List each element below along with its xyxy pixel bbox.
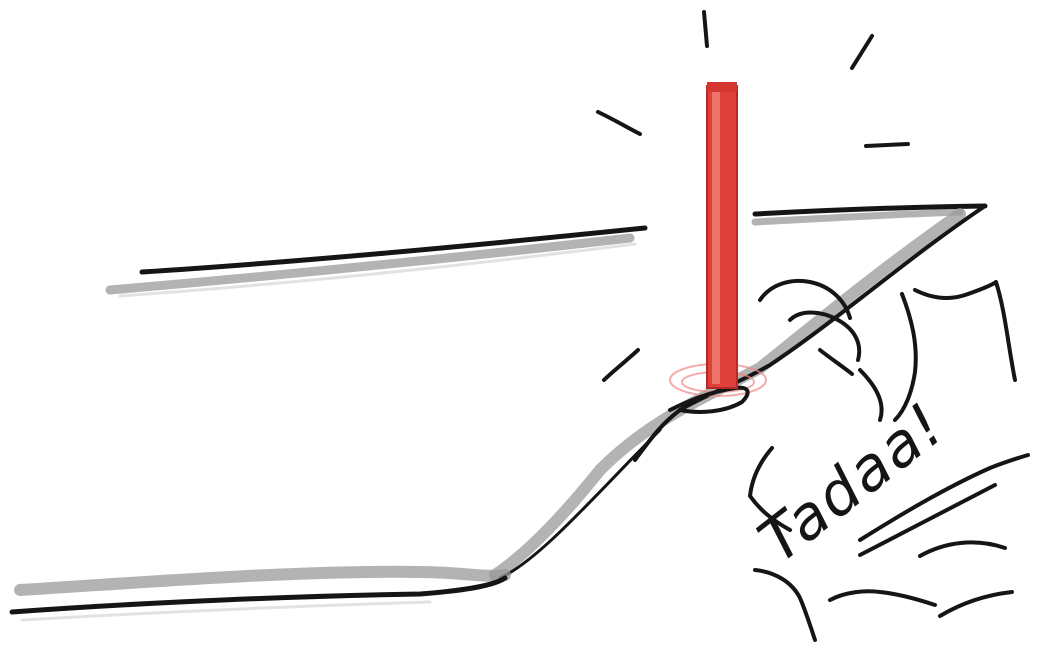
- bottom-ground: [12, 572, 505, 620]
- left-ledge: [110, 228, 645, 296]
- caption: Tadaa!: [746, 389, 958, 576]
- red-pin: [707, 82, 737, 388]
- emphasis-dashes: [598, 12, 908, 380]
- caption-text: Tadaa!: [746, 389, 958, 576]
